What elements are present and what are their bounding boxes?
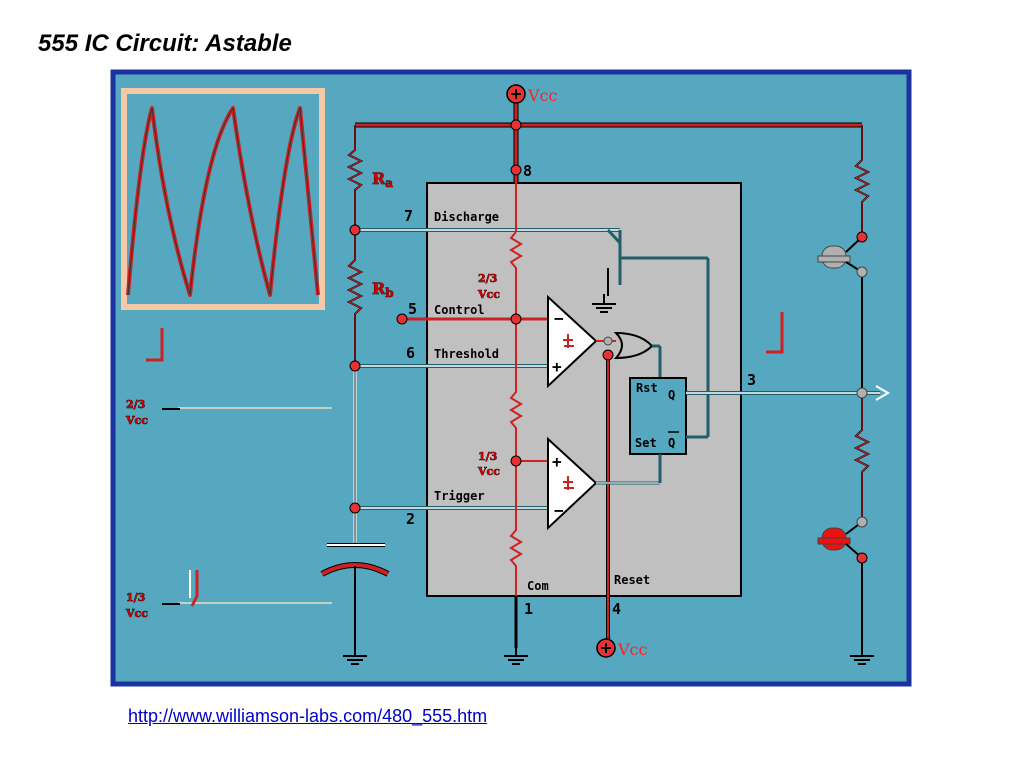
label-one-third-frac: 1/3: [478, 450, 497, 463]
comparator-lower: [547, 436, 598, 531]
svg-text:−: −: [554, 309, 564, 328]
svg-text:−: −: [554, 501, 564, 520]
pin-number-6: 6: [406, 344, 415, 362]
node-pin8: [510, 164, 522, 176]
node-control-pin: [396, 313, 408, 325]
node-threshold: [349, 360, 361, 372]
pulse-marker-left: [146, 328, 164, 362]
pin-number-3: 3: [747, 371, 756, 389]
vcc-label-bottom: Vcc: [617, 640, 648, 659]
label-discharge: Discharge: [434, 210, 499, 224]
flip-flop: [629, 377, 687, 455]
led-bottom-red: [817, 527, 851, 551]
scope-label-two-thirds-frac: 2/3: [126, 398, 145, 411]
vcc-label-top: Vcc: [527, 86, 558, 105]
scope-label-one-third-vcc: Vcc: [125, 607, 148, 620]
vcc-supply-top: [506, 84, 526, 104]
label-threshold: Threshold: [434, 347, 499, 361]
pin-number-8: 8: [523, 162, 532, 180]
label-trigger: Trigger: [434, 489, 485, 503]
divider-resistor-top: [509, 231, 523, 319]
label-reset: Reset: [614, 573, 650, 587]
node-reset-or: [602, 349, 614, 361]
label-two-thirds-vcc: Vcc: [477, 288, 500, 301]
comparator-upper: [547, 294, 598, 389]
node-discharge: [349, 224, 361, 236]
pulse-marker-right: [766, 312, 784, 354]
pin-number-1: 1: [524, 600, 533, 618]
pin-number-2: 2: [406, 510, 415, 528]
pin-number-5: 5: [408, 300, 417, 318]
svg-text:+: +: [552, 452, 562, 471]
node-trigger: [349, 502, 361, 514]
node-led-top: [856, 231, 868, 243]
node-one-third: [510, 455, 522, 467]
label-one-third-vcc: Vcc: [477, 465, 500, 478]
pin-number-4: 4: [612, 600, 621, 618]
scope-label-two-thirds-vcc: Vcc: [125, 414, 148, 427]
or-gate: [613, 331, 654, 360]
label-control: Control: [434, 303, 485, 317]
label-com: Com: [527, 579, 549, 593]
vcc-supply-bottom: [596, 638, 616, 658]
ic-chip-body: [426, 182, 742, 597]
waveform-display: [121, 88, 325, 310]
pin-number-7: 7: [404, 207, 413, 225]
slide-title: 555 IC Circuit: Astable: [38, 30, 292, 57]
label-rst: Rst: [636, 381, 658, 395]
label-set: Set: [635, 436, 657, 450]
node-vcc-top: [510, 119, 522, 131]
discharge-marker: [190, 570, 199, 607]
svg-text:+: +: [552, 357, 562, 376]
node-control-int: [510, 313, 522, 325]
label-qbar: Q: [668, 436, 675, 450]
node-led-bottom: [856, 552, 868, 564]
label-q: Q: [668, 388, 675, 402]
divider-resistor-mid: [509, 319, 523, 461]
divider-resistor-bottom: [509, 461, 523, 596]
source-link[interactable]: http://www.williamson-labs.com/480_555.h…: [128, 706, 488, 726]
label-rb: Rb: [372, 279, 394, 300]
label-ra: Ra: [372, 169, 393, 190]
label-two-thirds-frac: 2/3: [478, 272, 497, 285]
led-top-grey: [817, 245, 851, 269]
scope-label-one-third-frac: 1/3: [126, 591, 145, 604]
